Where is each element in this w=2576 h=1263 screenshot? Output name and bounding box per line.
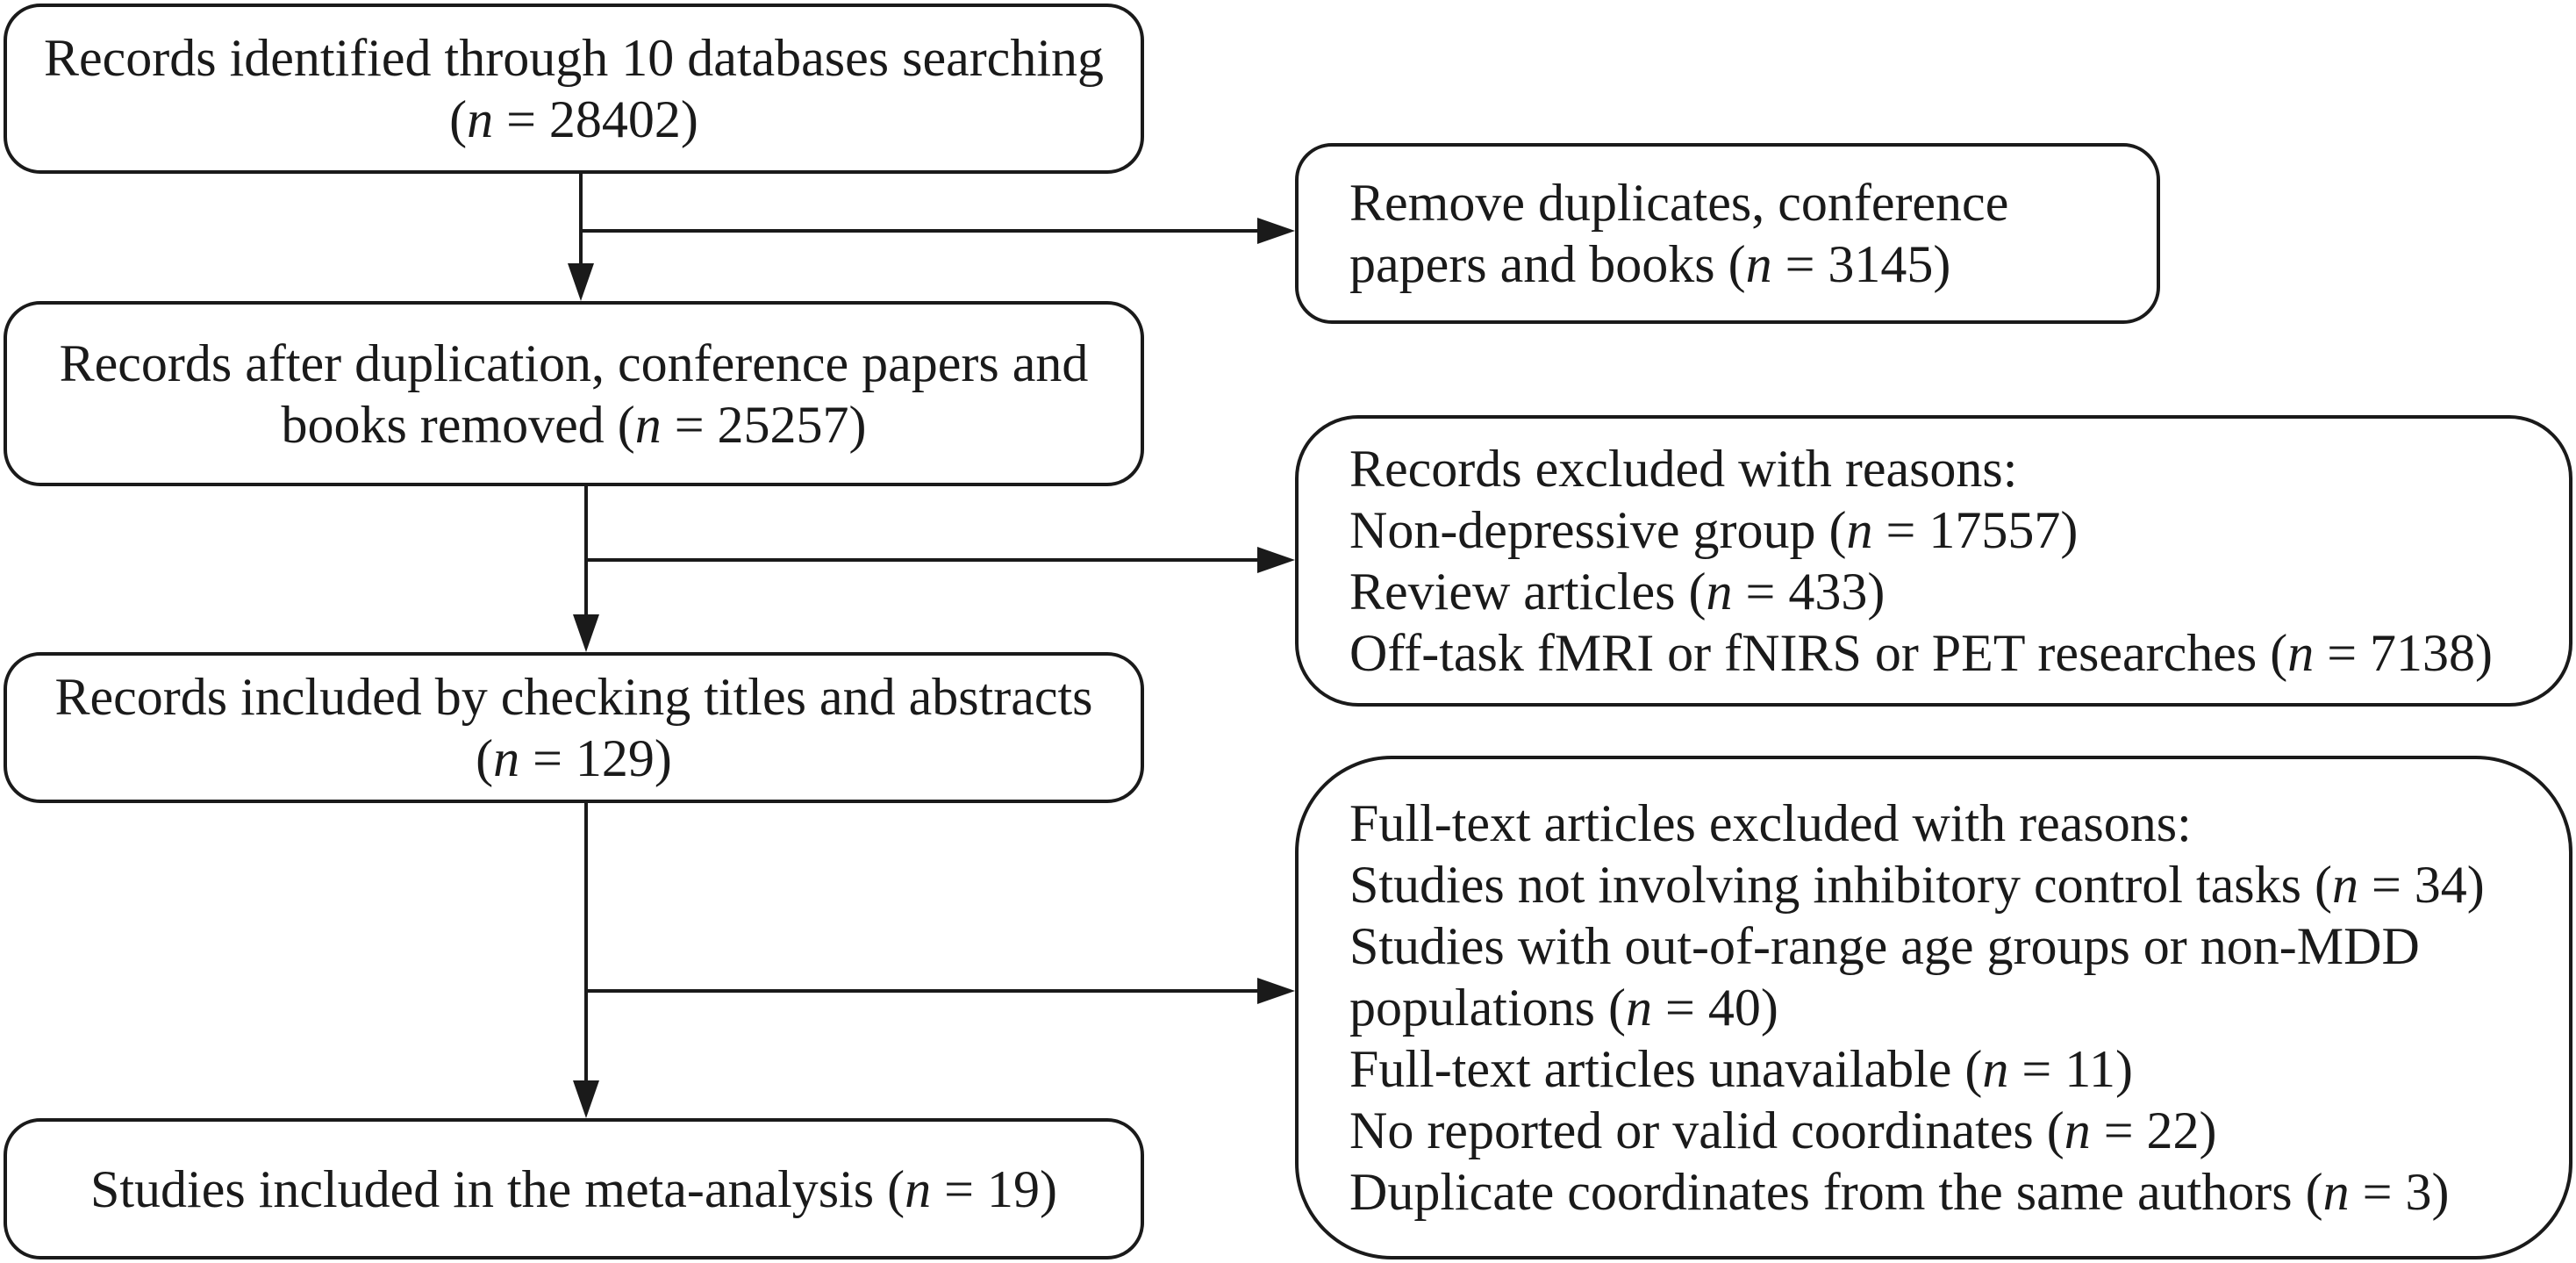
duplicates-removed-count: papers and books (n = 3145) — [1349, 235, 1951, 293]
duplicates-removed-title: Remove duplicates, conference — [1349, 174, 2009, 232]
records-after-duplication-count: books removed (n = 25257) — [281, 395, 867, 454]
fulltext-excluded-item: Studies not involving inhibitory control… — [1349, 856, 2485, 914]
side-arrow-3 — [586, 978, 1295, 1004]
records-screened-title: Records included by checking titles and … — [54, 668, 1093, 726]
studies-included-box: Studies included in the meta-analysis (n… — [4, 1118, 1144, 1259]
records-excluded-item: Non-depressive group (n = 17557) — [1349, 501, 2079, 559]
fulltext-excluded-item: Studies with out-of-range age groups or … — [1349, 917, 2420, 975]
fulltext-excluded-box: Full-text articles excluded with reasons… — [1295, 756, 2572, 1259]
records-excluded-item: Review articles (n = 433) — [1349, 563, 1885, 621]
down-arrow-3 — [573, 803, 599, 1118]
side-arrow-1 — [581, 218, 1295, 244]
down-arrow-1 — [568, 174, 594, 301]
fulltext-excluded-item: No reported or valid coordinates (n = 22… — [1349, 1102, 2217, 1159]
fulltext-excluded-heading: Full-text articles excluded with reasons… — [1349, 794, 2192, 852]
fulltext-excluded-item: Full-text articles unavailable (n = 11) — [1349, 1040, 2133, 1098]
records-screened-count: (n = 129) — [476, 729, 672, 787]
records-identified-count: (n = 28402) — [449, 90, 698, 148]
records-identified-title: Records identified through 10 databases … — [44, 29, 1104, 87]
down-arrow-2 — [573, 486, 599, 652]
fulltext-excluded-item-continued: populations (n = 40) — [1349, 979, 1778, 1037]
side-arrow-2 — [586, 547, 1295, 573]
duplicates-removed-box: Remove duplicates, conference papers and… — [1295, 143, 2160, 324]
records-after-duplication-title: Records after duplication, conference pa… — [59, 334, 1089, 392]
records-excluded-box: Records excluded with reasons: Non-depre… — [1295, 415, 2572, 707]
records-excluded-item: Off-task fMRI or fNIRS or PET researches… — [1349, 624, 2494, 682]
records-screened-box: Records included by checking titles and … — [4, 652, 1144, 803]
fulltext-excluded-item: Duplicate coordinates from the same auth… — [1349, 1163, 2450, 1221]
records-identified-box: Records identified through 10 databases … — [4, 4, 1144, 174]
records-after-duplication-box: Records after duplication, conference pa… — [4, 301, 1144, 486]
studies-included-label: Studies included in the meta-analysis (n… — [90, 1159, 1057, 1218]
records-excluded-heading: Records excluded with reasons: — [1349, 440, 2018, 498]
